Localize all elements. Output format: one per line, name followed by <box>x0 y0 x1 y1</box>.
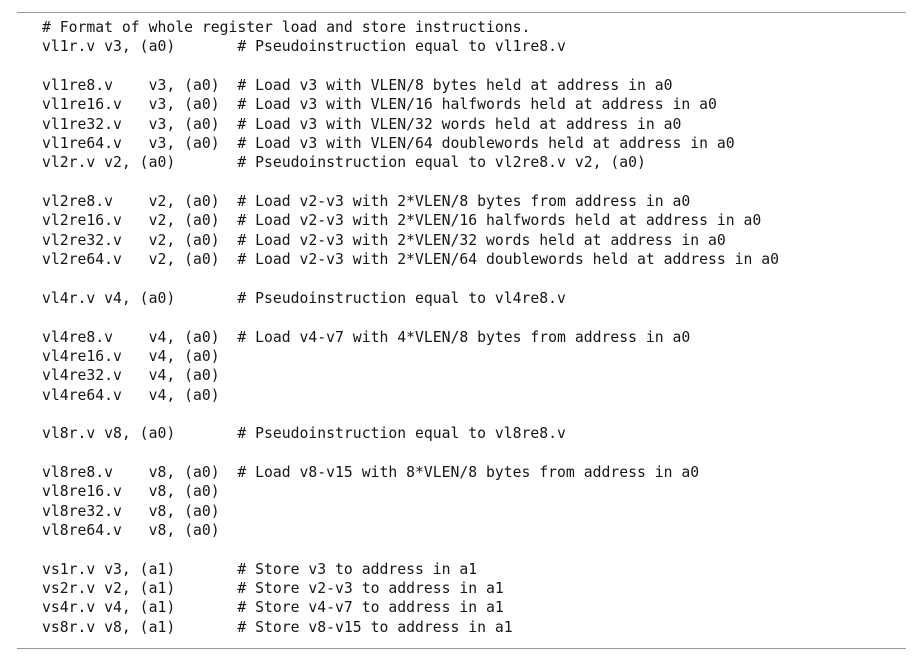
code-line: vl1r.v v3, (a0) # Pseudoinstruction equa… <box>42 38 566 56</box>
code-line: vl1re16.v v3, (a0) # Load v3 with VLEN/1… <box>42 96 717 114</box>
code-line: vl8re8.v v8, (a0) # Load v8-v15 with 8*V… <box>42 463 700 481</box>
code-line: vl1re32.v v3, (a0) # Load v3 with VLEN/3… <box>42 115 682 133</box>
code-line: vs1r.v v3, (a1) # Store v3 to address in… <box>42 560 478 578</box>
code-line: vl2re16.v v2, (a0) # Load v2-v3 with 2*V… <box>42 212 762 230</box>
code-line: vl8re64.v v8, (a0) <box>42 521 220 539</box>
code-line: # Format of whole register load and stor… <box>42 19 531 36</box>
code-line: vl4r.v v4, (a0) # Pseudoinstruction equa… <box>42 289 566 307</box>
code-line: vl8re32.v v8, (a0) <box>42 502 220 520</box>
code-line: vs8r.v v8, (a1) # Store v8-v15 to addres… <box>42 618 513 636</box>
code-line: vl1re8.v v3, (a0) # Load v3 with VLEN/8 … <box>42 77 673 95</box>
code-line: vl8r.v v8, (a0) # Pseudoinstruction equa… <box>42 425 566 443</box>
code-line <box>42 173 906 192</box>
code-line: vl4re8.v v4, (a0) # Load v4-v7 with 4*VL… <box>42 328 691 346</box>
code-line: vl1re64.v v3, (a0) # Load v3 with VLEN/6… <box>42 135 735 153</box>
code-block: # Format of whole register load and stor… <box>17 12 906 649</box>
code-line <box>42 57 906 76</box>
code-line: vs4r.v v4, (a1) # Store v4-v7 to address… <box>42 599 504 617</box>
code-line <box>42 308 906 327</box>
code-line: vl2re64.v v2, (a0) # Load v2-v3 with 2*V… <box>42 251 780 269</box>
code-line: vs2r.v v2, (a1) # Store v2-v3 to address… <box>42 579 504 597</box>
code-line <box>42 405 906 424</box>
code-line <box>42 540 906 559</box>
code-line: vl4re32.v v4, (a0) <box>42 367 220 385</box>
code-line <box>42 444 906 463</box>
code-listing: # Format of whole register load and stor… <box>42 18 906 637</box>
code-line: vl4re16.v v4, (a0) <box>42 347 220 365</box>
code-line: vl4re64.v v4, (a0) <box>42 386 220 404</box>
code-line: vl2r.v v2, (a0) # Pseudoinstruction equa… <box>42 154 646 172</box>
code-line <box>42 269 906 288</box>
code-line: vl2re32.v v2, (a0) # Load v2-v3 with 2*V… <box>42 231 726 249</box>
code-line: vl8re16.v v8, (a0) <box>42 483 220 501</box>
code-line: vl2re8.v v2, (a0) # Load v2-v3 with 2*VL… <box>42 193 691 211</box>
